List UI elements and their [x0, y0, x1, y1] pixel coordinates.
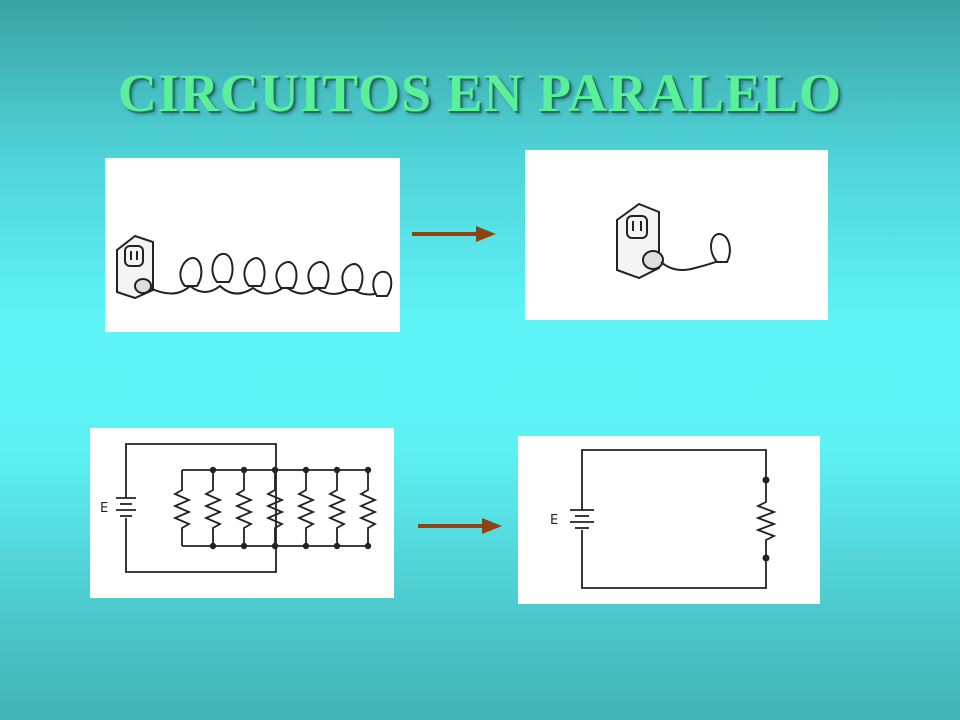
resistor — [296, 470, 316, 546]
resistor — [358, 470, 378, 546]
arrow-icon — [418, 518, 502, 534]
arrow-icon — [412, 226, 496, 242]
junction-dot — [333, 542, 341, 550]
resistor — [172, 470, 192, 546]
junction-dot — [209, 542, 217, 550]
single-bulb-image — [525, 150, 828, 320]
parallel-circuit-drawing: E — [100, 443, 378, 573]
parallel-circuit-diagram: E — [90, 428, 394, 598]
resistor — [327, 470, 347, 546]
junction-dot — [302, 542, 310, 550]
resistor — [265, 470, 285, 546]
slide-title: CIRCUITOS EN PARALELO — [117, 63, 843, 123]
junction-dot — [302, 466, 310, 474]
junction-dot — [364, 542, 372, 550]
junction-dot — [333, 466, 341, 474]
single-bulb-drawing — [616, 202, 731, 280]
junction-dot — [271, 542, 279, 550]
single-resistor-circuit-diagram: E — [518, 436, 820, 604]
resistor — [203, 470, 223, 546]
bulb-string-drawing — [116, 234, 393, 300]
junction-dot — [240, 466, 248, 474]
junction-dot — [240, 542, 248, 550]
battery-label: E — [550, 513, 558, 528]
bulb-string-image — [105, 158, 400, 332]
junction-dot — [364, 466, 372, 474]
resistor — [234, 470, 254, 546]
junction-dot — [209, 466, 217, 474]
single-resistor-drawing: E — [550, 449, 777, 589]
junction-dot — [271, 466, 279, 474]
battery-label: E — [100, 501, 108, 516]
